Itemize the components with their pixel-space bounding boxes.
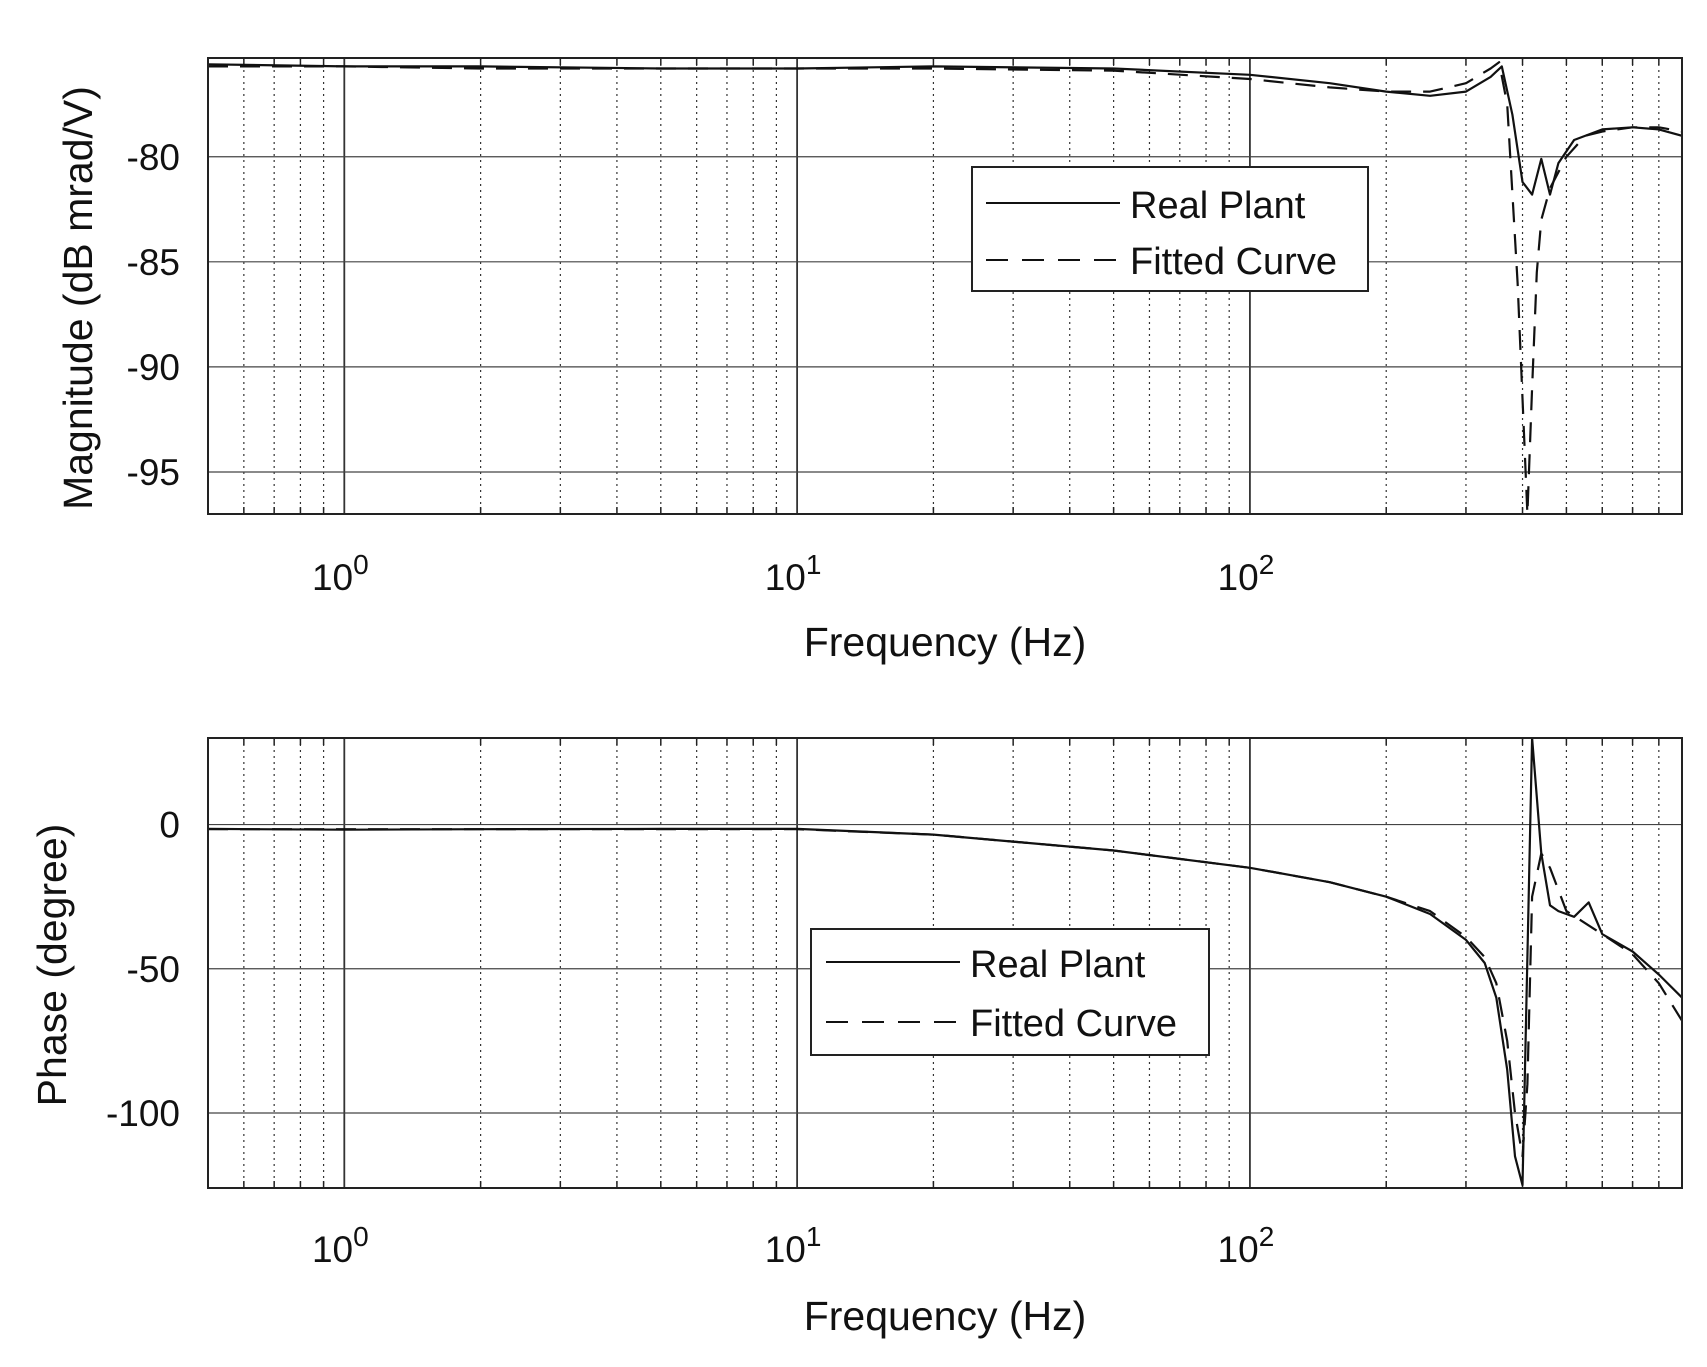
magnitude-y-tick-label: -80	[127, 137, 180, 178]
phase-legend: Real Plant Fitted Curve	[810, 928, 1210, 1056]
magnitude-x-tick-label: 100	[312, 549, 369, 598]
phase-legend-real-plant-label: Real Plant	[970, 944, 1146, 986]
magnitude-y-tick-label: -90	[127, 347, 180, 388]
magnitude-series-fitted-curve	[208, 61, 1682, 514]
phase-y-tick-label: -50	[127, 949, 180, 990]
magnitude-y-tick-label: -95	[127, 452, 180, 493]
magnitude-plot: -80 -85 -90 -95 100 101 102 Frequency (Hz) Ma…	[55, 57, 1683, 665]
phase-series	[208, 738, 1682, 1187]
phase-plot-frame	[207, 737, 1683, 1189]
phase-y-ticks: 0 -50 -100	[106, 805, 180, 1134]
magnitude-x-tick-label: 101	[765, 549, 822, 598]
magnitude-legend: Real Plant Fitted Curve	[971, 166, 1369, 292]
magnitude-x-axis-label: Frequency (Hz)	[804, 619, 1087, 665]
phase-x-tick-label: 102	[1218, 1221, 1275, 1270]
phase-x-tick-label: 100	[312, 1221, 369, 1270]
magnitude-plot-area	[208, 58, 1682, 514]
phase-x-ticks: 100 101 102	[312, 1221, 1274, 1270]
magnitude-x-tick-label: 102	[1218, 549, 1275, 598]
magnitude-x-ticks: 100 101 102	[312, 549, 1274, 598]
magnitude-plot-frame	[207, 57, 1683, 515]
magnitude-legend-box	[971, 166, 1369, 292]
magnitude-y-axis-label: Magnitude (dB mrad/V)	[55, 86, 101, 510]
phase-y-tick-label: -100	[106, 1093, 180, 1134]
phase-legend-box	[810, 928, 1210, 1056]
phase-x-tick-label: 101	[765, 1221, 822, 1270]
phase-series-fitted-curve	[208, 828, 1682, 1158]
phase-series-real-plant	[208, 738, 1682, 1187]
magnitude-legend-real-plant-label: Real Plant	[1130, 185, 1306, 227]
phase-plot: 0 -50 -100 100 101 102 Frequency (Hz) Phase …	[29, 737, 1683, 1339]
phase-x-axis-label: Frequency (Hz)	[804, 1293, 1087, 1339]
magnitude-legend-fitted-curve-label: Fitted Curve	[1130, 241, 1337, 283]
magnitude-series	[208, 61, 1682, 514]
phase-y-axis-label: Phase (degree)	[29, 824, 75, 1107]
magnitude-y-ticks: -80 -85 -90 -95	[127, 137, 180, 493]
magnitude-y-tick-label: -85	[127, 242, 180, 283]
phase-y-tick-label: 0	[159, 805, 180, 846]
phase-legend-fitted-curve-label: Fitted Curve	[970, 1003, 1177, 1045]
